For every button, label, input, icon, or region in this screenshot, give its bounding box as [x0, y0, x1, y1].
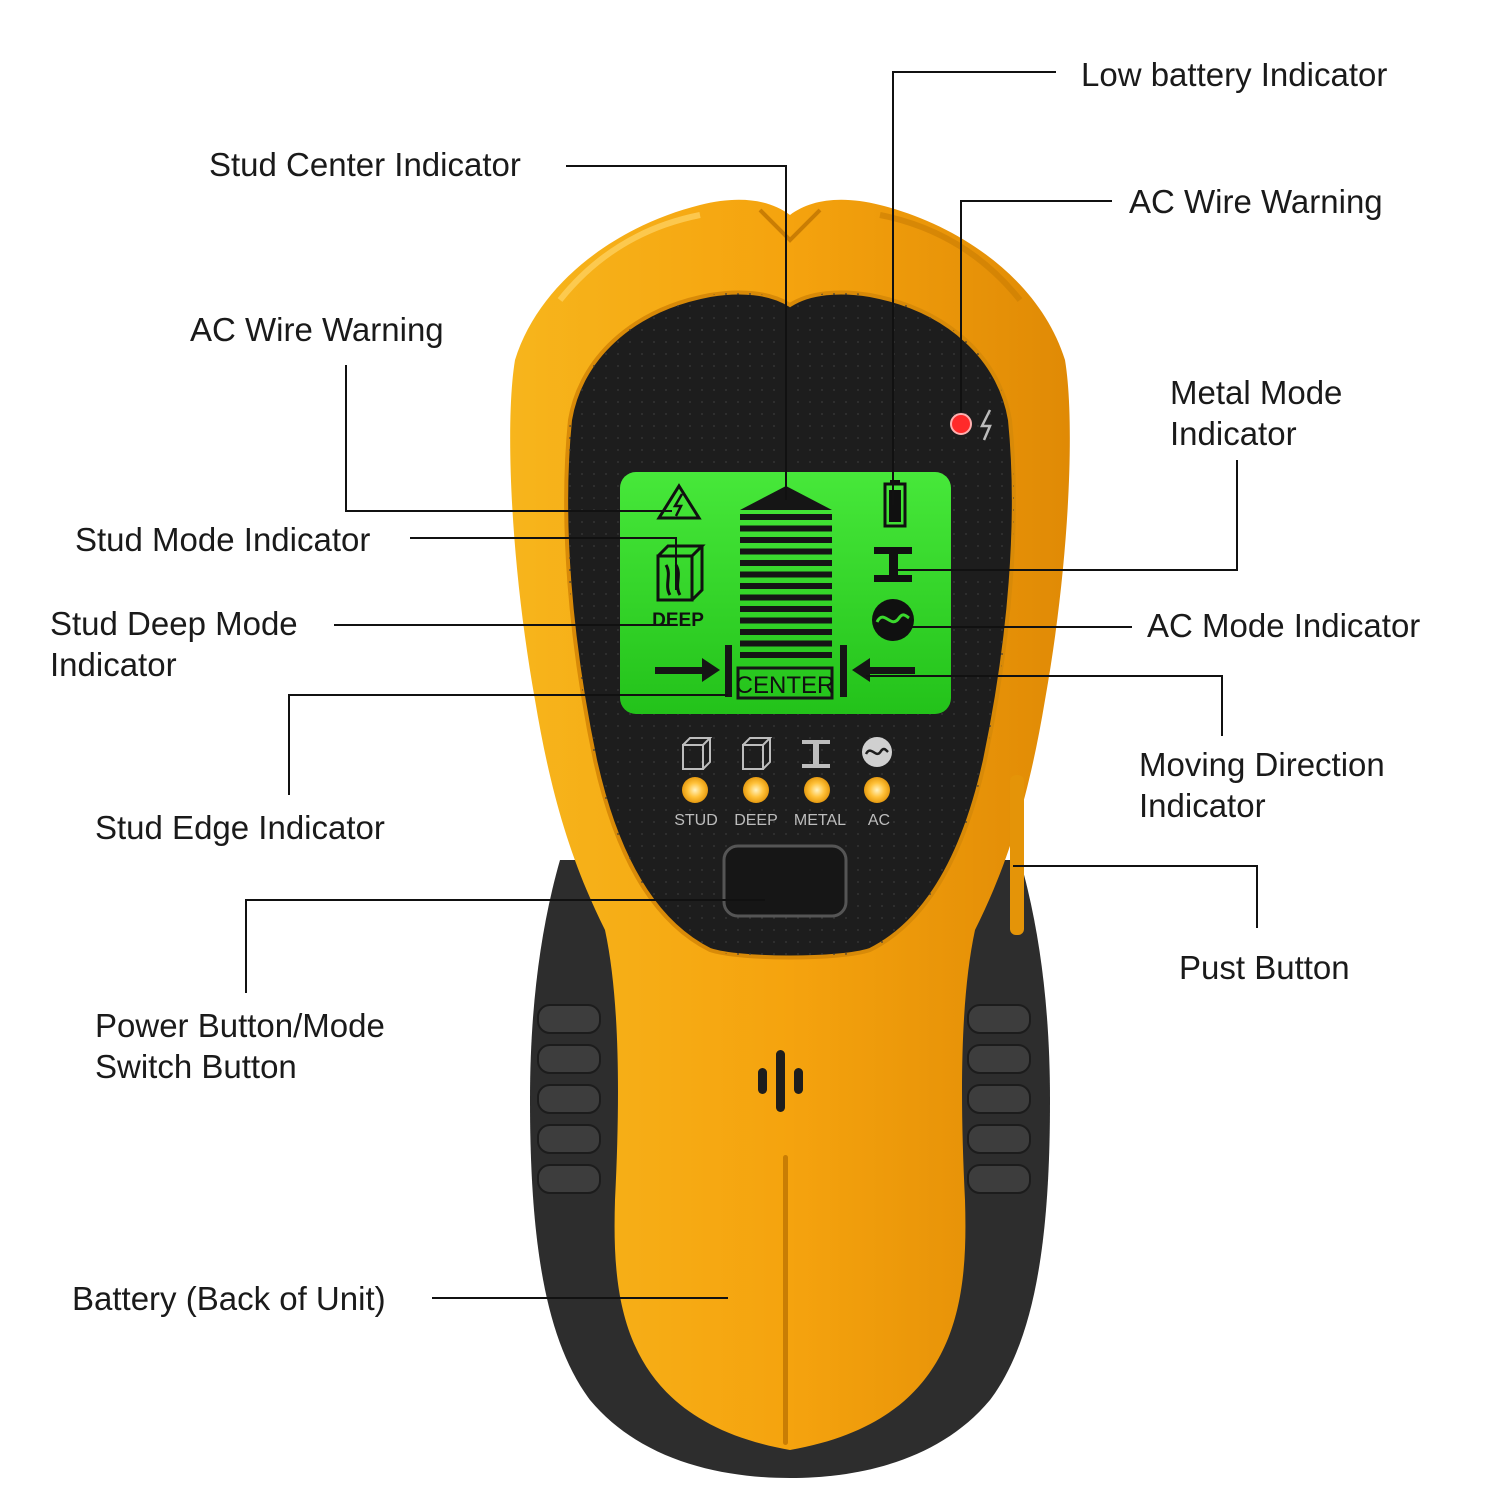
bolt-icon: [979, 409, 992, 441]
label-power-button: Power Button/Mode Switch Button: [95, 1005, 385, 1087]
stud-led-icon: [682, 737, 713, 770]
deep-led-label: DEEP: [734, 812, 778, 829]
label-stud-edge: Stud Edge Indicator: [95, 807, 385, 848]
label-battery: Battery (Back of Unit): [72, 1278, 386, 1319]
label-ac-mode-text: AC Mode Indicator: [1147, 607, 1421, 644]
leader-low-battery: [892, 71, 1056, 505]
label-battery-text: Battery (Back of Unit): [72, 1280, 386, 1317]
leader-stud-center: [566, 165, 787, 500]
ac-warning-led: [950, 413, 972, 435]
leader-stud-mode: [410, 537, 677, 590]
label-ac-wire-left-text: AC Wire Warning: [190, 311, 444, 348]
ac-led-icon: [862, 737, 892, 767]
ac-led-label: AC: [868, 812, 890, 829]
battery-door-seam: [783, 1155, 788, 1445]
label-ac-mode: AC Mode Indicator: [1147, 605, 1420, 646]
low-battery-icon: [883, 480, 907, 528]
metal-led-icon: [802, 740, 830, 768]
label-low-battery-text: Low battery Indicator: [1081, 56, 1388, 93]
signal-bar: [740, 583, 832, 589]
mode-led-row: STUD DEEP METAL AC: [674, 737, 892, 829]
stud-edge-left: [725, 645, 732, 697]
left-grip-ridges: [537, 1004, 601, 1194]
label-metal-mode-line1: Metal Mode: [1170, 374, 1343, 411]
lcd-deep-label: DEEP: [652, 610, 704, 631]
leader-push-button: [1013, 865, 1258, 928]
label-power-button-line1: Power Button/Mode: [95, 1007, 385, 1044]
signal-bar: [740, 560, 832, 566]
ac-wire-warning-icon: [656, 483, 702, 520]
signal-bar: [740, 629, 832, 635]
label-moving-direction: Moving Direction Indicator: [1139, 744, 1385, 826]
leader-stud-edge: [288, 694, 728, 795]
right-grip-ridges: [967, 1004, 1031, 1194]
power-button[interactable]: [722, 844, 848, 918]
signal-bar: [740, 640, 832, 647]
leader-ac-wire-left: [345, 365, 672, 512]
signal-bar: [740, 606, 832, 612]
signal-bar: [740, 525, 832, 532]
label-metal-mode: Metal Mode Indicator: [1170, 372, 1342, 454]
device-body: DEEP CENTER: [510, 199, 1070, 1478]
signal-bar: [740, 537, 832, 543]
stud-edge-right: [840, 645, 847, 697]
signal-bar: [740, 617, 832, 624]
top-ridge-right: [879, 212, 1023, 302]
lcd-screen: DEEP CENTER: [620, 472, 951, 714]
label-moving-direction-line2: Indicator: [1139, 787, 1266, 824]
leader-metal-mode: [897, 460, 1238, 571]
side-push-button[interactable]: [1010, 775, 1024, 935]
label-stud-center: Stud Center Indicator: [209, 144, 521, 185]
label-push-button-text: Pust Button: [1179, 949, 1350, 986]
label-low-battery: Low battery Indicator: [1081, 54, 1387, 95]
label-stud-edge-text: Stud Edge Indicator: [95, 809, 385, 846]
signal-bar: [740, 594, 832, 601]
label-stud-mode-text: Stud Mode Indicator: [75, 521, 371, 558]
label-push-button: Pust Button: [1179, 947, 1350, 988]
moving-direction-arrows: [655, 658, 915, 682]
deep-led: [743, 777, 769, 803]
signal-bar: [740, 652, 832, 658]
label-stud-center-text: Stud Center Indicator: [209, 146, 521, 183]
metal-led-label: METAL: [794, 812, 846, 829]
label-stud-deep-mode: Stud Deep Mode Indicator: [50, 603, 298, 685]
ac-mode-icon: [872, 599, 914, 641]
leader-lines: [245, 71, 1258, 1299]
label-power-button-line2: Switch Button: [95, 1048, 297, 1085]
ac-led: [864, 777, 890, 803]
label-stud-deep-line2: Indicator: [50, 646, 177, 683]
stud-led: [682, 777, 708, 803]
label-ac-wire-warning-left: AC Wire Warning: [190, 309, 444, 350]
label-stud-deep-line1: Stud Deep Mode: [50, 605, 298, 642]
center-box: [736, 666, 834, 700]
label-ac-wire-warning-right: AC Wire Warning: [1129, 181, 1383, 222]
label-moving-direction-line1: Moving Direction: [1139, 746, 1385, 783]
signal-bar: [740, 571, 832, 578]
label-ac-wire-right-text: AC Wire Warning: [1129, 183, 1383, 220]
leader-ac-wire-right: [960, 200, 1112, 412]
label-metal-mode-line2: Indicator: [1170, 415, 1297, 452]
metal-led: [804, 777, 830, 803]
leader-power-button: [245, 899, 765, 993]
top-notch: [758, 208, 822, 243]
deep-led-icon: [742, 737, 773, 770]
leader-moving-direction: [866, 675, 1223, 736]
lcd-center-label: CENTER: [736, 672, 835, 699]
metal-mode-icon: [874, 547, 912, 582]
top-ridge-left: [557, 212, 701, 302]
signal-bar: [740, 548, 832, 555]
label-stud-mode: Stud Mode Indicator: [75, 519, 370, 560]
speaker-grille: [758, 1050, 803, 1112]
signal-bar: [740, 514, 832, 520]
stud-led-label: STUD: [674, 812, 718, 829]
